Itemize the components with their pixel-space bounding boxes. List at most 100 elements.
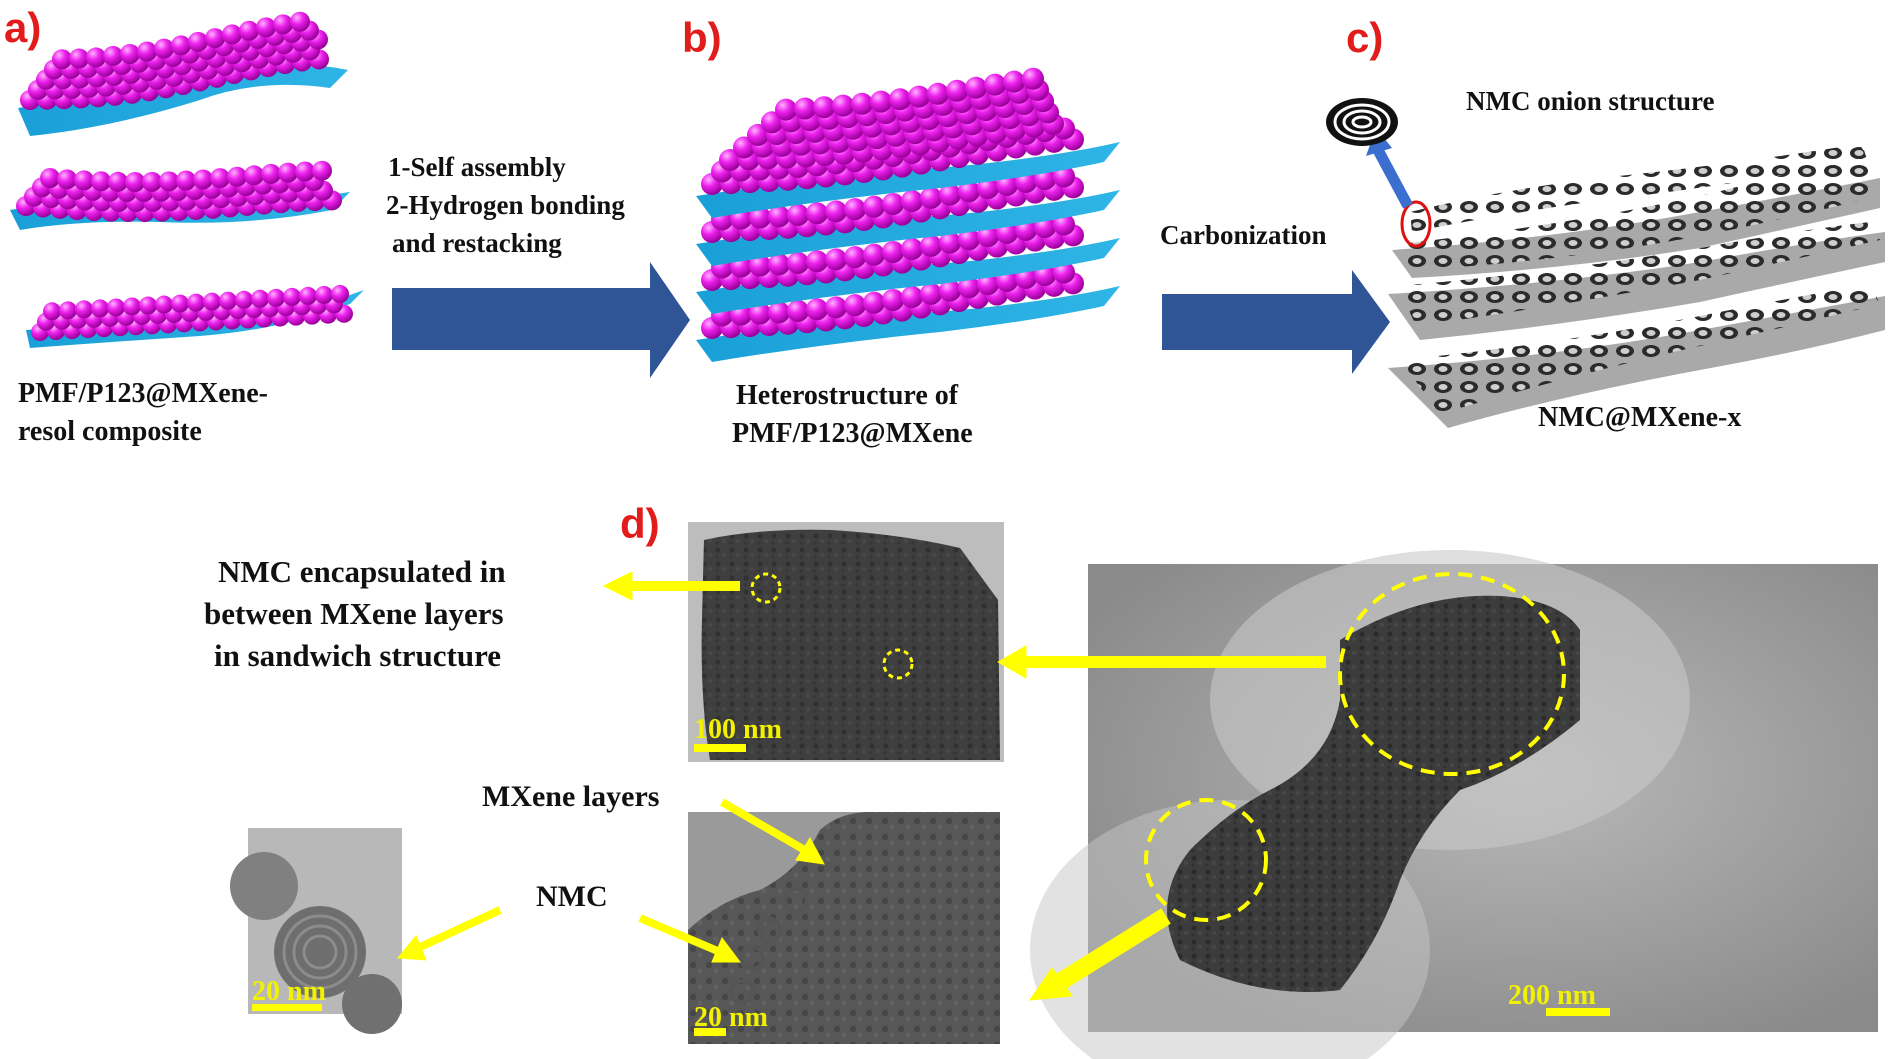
sphere (108, 171, 128, 192)
sphere (863, 243, 885, 266)
sphere (851, 92, 873, 115)
scale-bar (694, 744, 746, 752)
tem-image-100nm: 100 nm (688, 522, 1004, 762)
sphere (251, 289, 269, 308)
step-ab-line2: 2-Hydrogen bonding (386, 190, 625, 220)
sphere (749, 206, 771, 229)
zoom-region-upper (1338, 572, 1566, 776)
sphere (806, 202, 828, 225)
sphere (107, 298, 125, 317)
panel-d-letter: d) (620, 500, 660, 547)
sphere (939, 231, 961, 254)
sphere (977, 225, 999, 248)
sphere (103, 45, 123, 66)
sphere (901, 189, 923, 212)
panel-a-illustration (10, 11, 364, 348)
sphere (86, 47, 106, 68)
sphere (244, 165, 264, 186)
sphere (261, 163, 281, 184)
scale-bar (694, 1028, 726, 1036)
arrow-b-to-c (1162, 270, 1390, 374)
scale-label-200nm: 200 nm (1508, 980, 1596, 1011)
panel-a-caption-line2: resol composite (18, 416, 202, 447)
sphere (52, 49, 72, 70)
sphere (91, 299, 109, 318)
sphere (171, 35, 191, 56)
composite-sheet-2 (10, 160, 350, 230)
sphere (901, 285, 923, 308)
sphere (787, 203, 809, 226)
sphere (939, 279, 961, 302)
sphere (283, 287, 301, 306)
sphere (239, 20, 259, 41)
sphere (794, 97, 816, 120)
tem-image-200nm: 200 nm (1030, 550, 1878, 1059)
sphere (219, 291, 237, 310)
zoom-region-lower (1144, 798, 1268, 922)
sphere (142, 171, 162, 192)
mxene-sheet (696, 190, 1120, 266)
sphere (977, 273, 999, 296)
sphere (813, 96, 835, 119)
sphere (920, 186, 942, 209)
sphere (768, 205, 790, 228)
sphere (882, 288, 904, 311)
sphere (844, 198, 866, 221)
step-ab-line1: 1-Self assembly (388, 152, 566, 182)
panel-b-caption-line1: Heterostructure of (736, 380, 959, 411)
sphere (125, 171, 145, 192)
nmc-marker (882, 648, 914, 680)
sphere (825, 200, 847, 223)
sphere (749, 254, 771, 277)
onion-structure-icon (1326, 98, 1398, 146)
sphere (920, 282, 942, 305)
sphere (273, 14, 293, 35)
heterostructure-stack (696, 67, 1120, 362)
mxene-sheet (696, 142, 1120, 218)
sphere (977, 177, 999, 200)
sphere (222, 24, 242, 45)
tem-image-20nm-edge: 20 nm (688, 812, 1000, 1044)
sphere (159, 171, 179, 192)
sphere (176, 170, 196, 191)
nmc-marker (750, 572, 782, 604)
highlight-circle (1400, 200, 1432, 248)
panel-c-illustration (1326, 98, 1885, 428)
sphere (787, 299, 809, 322)
sphere (958, 276, 980, 299)
sphere (278, 162, 298, 183)
sphere (59, 301, 77, 320)
sphere (235, 290, 253, 309)
nmc-layer-bottom (1388, 284, 1885, 428)
sphere (1003, 70, 1025, 93)
panel-b-letter: b) (682, 14, 722, 61)
sphere (205, 28, 225, 49)
sphere (927, 82, 949, 105)
scale-label-20nm-a: 20 nm (252, 976, 326, 1007)
panel-c-letter: c) (1346, 14, 1383, 61)
panel-b-caption-line2: PMF/P123@MXene (732, 418, 973, 449)
sphere (154, 38, 174, 59)
composite-sheet-1 (18, 11, 348, 136)
sphere-layer (31, 285, 353, 341)
sphere (188, 31, 208, 52)
sphere (227, 166, 247, 187)
nmc-label: NMC (536, 880, 608, 913)
sphere (958, 228, 980, 251)
panel-a-letter: a) (4, 4, 41, 51)
arrow-a-to-b (392, 262, 690, 378)
sphere (91, 171, 111, 192)
sphere (120, 43, 140, 64)
nmc-layer-top (1392, 144, 1880, 278)
sphere (768, 253, 790, 276)
panel-d-note-line2: between MXene layers (204, 596, 504, 631)
sphere (958, 180, 980, 203)
sphere (203, 292, 221, 311)
sphere (123, 297, 141, 316)
sphere (299, 286, 317, 305)
sphere-layer (20, 11, 329, 110)
sphere (825, 296, 847, 319)
sphere (40, 168, 60, 189)
sphere (312, 160, 332, 181)
sphere (946, 79, 968, 102)
